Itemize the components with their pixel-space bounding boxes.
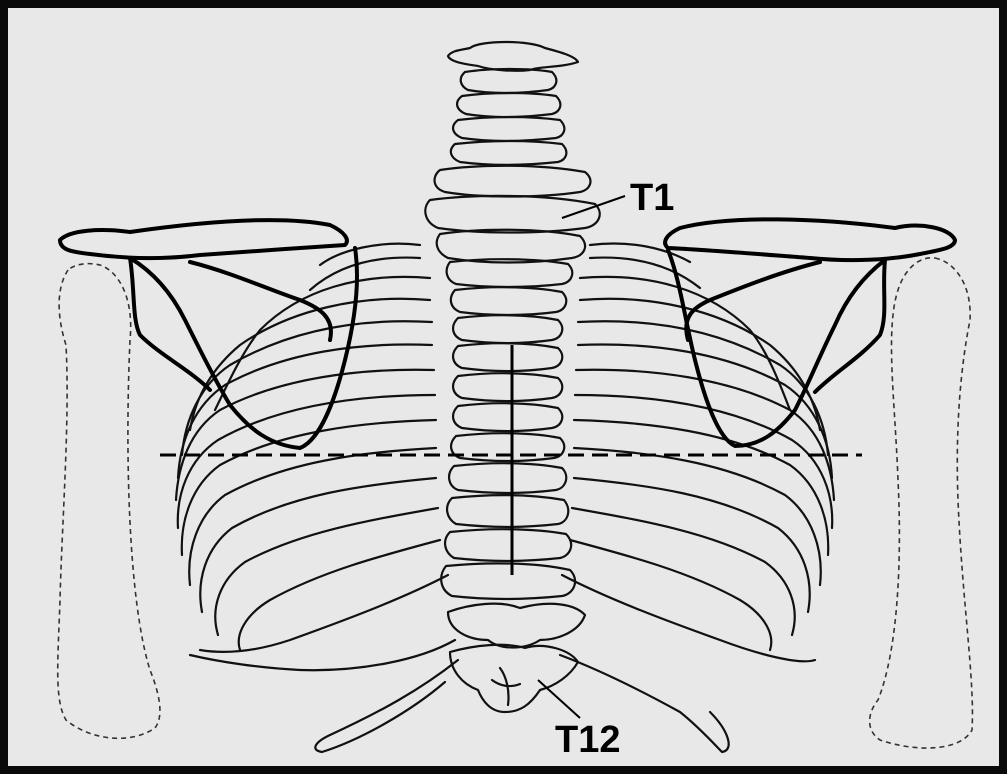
t12-label: T12 <box>555 719 620 761</box>
t1-label: T1 <box>630 177 674 219</box>
diagram-border <box>4 4 1003 770</box>
